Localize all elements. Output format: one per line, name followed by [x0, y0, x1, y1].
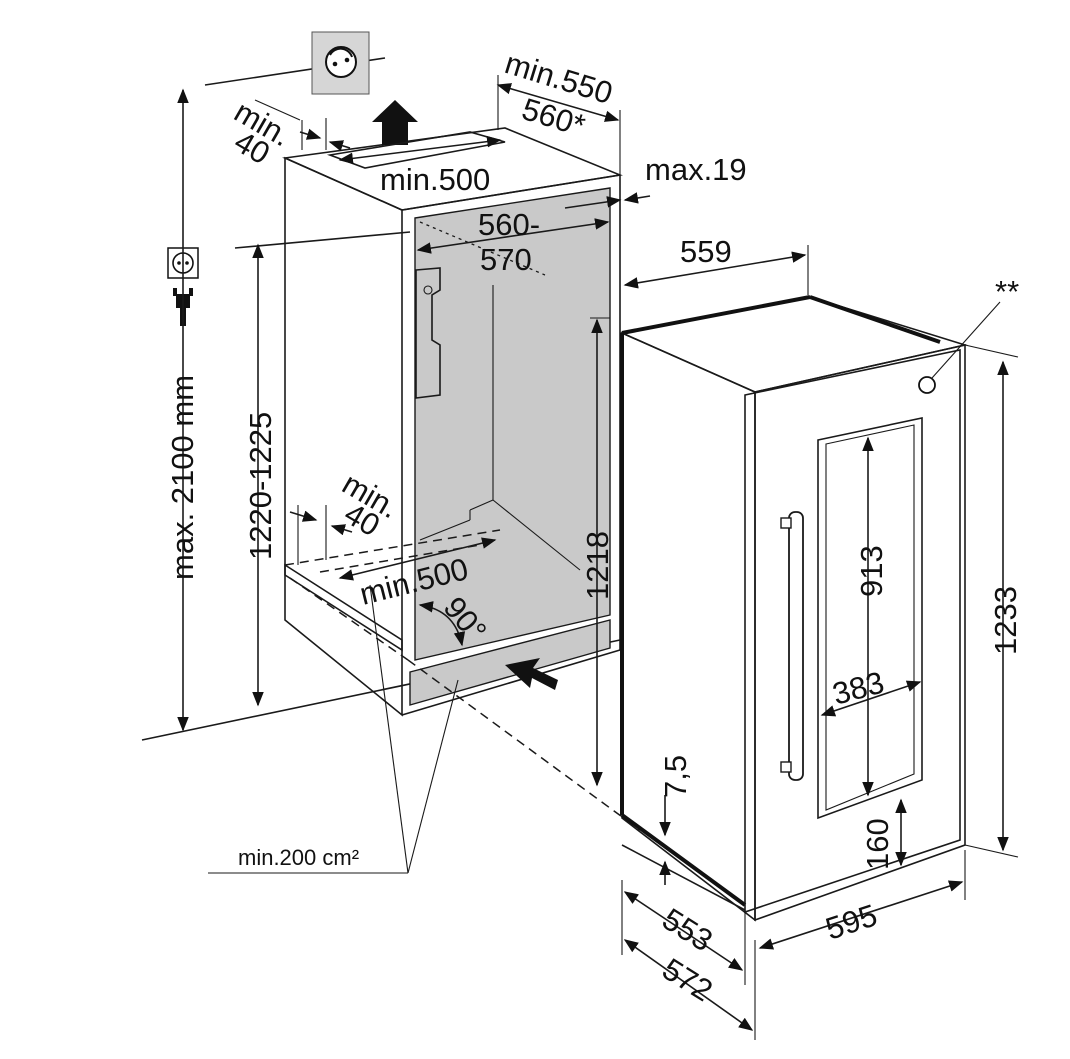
label-handle-offset: 160: [860, 818, 895, 870]
label-max-height: max. 2100 mm: [165, 375, 200, 580]
label-niche-depth-a: 560-: [478, 207, 540, 242]
label-vent-area: min.200 cm²: [238, 845, 359, 870]
label-gap: 7,5: [658, 755, 693, 798]
airflow-in-arrow-icon: [505, 658, 558, 690]
dimension-lines: [177, 75, 1019, 1040]
label-depth-553: 553: [656, 901, 718, 958]
label-niche-height: 1220-1225: [243, 412, 278, 560]
label-double-star: **: [995, 274, 1019, 309]
label-width-595: 595: [821, 897, 881, 946]
label-max-panel: max.19: [645, 152, 747, 187]
socket-icon: [311, 31, 370, 95]
door-handle: [780, 511, 804, 781]
label-niche-depth-b: 570: [480, 242, 532, 277]
airflow-up-arrow-icon: [372, 100, 418, 145]
appliance: [619, 295, 1001, 922]
indicator-dot: [918, 376, 936, 394]
label-inner-height: 1218: [580, 531, 615, 600]
label-door-height: 913: [854, 545, 889, 597]
label-top-vent-width: min.500: [380, 162, 490, 197]
bottom-vent-grille: [409, 619, 611, 706]
label-depth-559: 559: [680, 234, 732, 269]
label-total-height: 1233: [988, 586, 1023, 655]
label-door-width: 383: [829, 665, 888, 712]
